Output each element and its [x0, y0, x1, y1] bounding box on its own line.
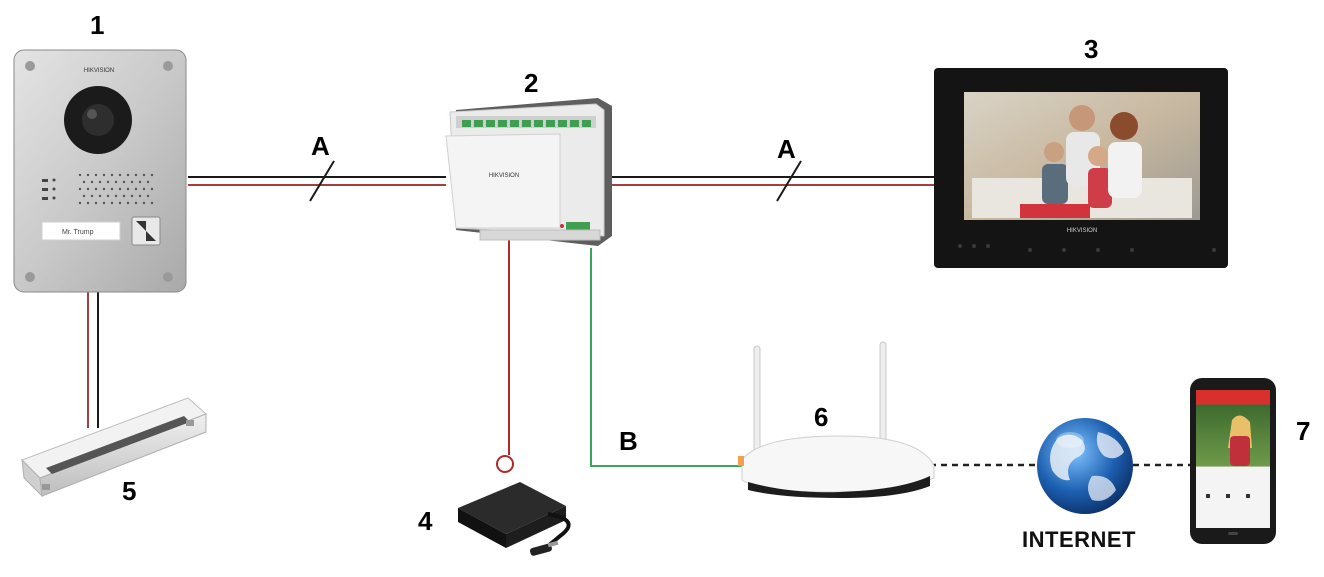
label-device-4: 4	[418, 506, 433, 536]
phone-control-icons[interactable]	[1206, 494, 1250, 498]
wire-distributor-to-monitor	[610, 160, 934, 202]
smartphone	[1190, 378, 1276, 544]
call-button[interactable]	[131, 216, 161, 246]
door-station-brand: HIKVISION	[84, 68, 114, 74]
network-cable-b	[590, 248, 746, 467]
label-device-6: 6	[814, 402, 829, 432]
internet-globe-icon	[1037, 418, 1133, 514]
label-device-1: 1	[90, 10, 105, 40]
antenna-right	[879, 341, 887, 455]
label-internet: INTERNET	[1022, 527, 1136, 552]
label-cable-b: B	[619, 426, 638, 456]
nameplate	[41, 221, 121, 241]
power-adapter	[458, 482, 571, 556]
distributor-brand: HIKVISION	[489, 173, 519, 179]
video-distributor: HIKVISION	[445, 98, 612, 246]
magnetic-lock	[21, 397, 207, 498]
wire-door-to-distributor	[188, 160, 446, 202]
wifi-router	[738, 341, 935, 498]
nameplate-text: Mr. Trump	[62, 229, 94, 236]
label-device-2: 2	[524, 68, 539, 98]
indoor-monitor: HIKVISION	[934, 68, 1228, 268]
label-device-7: 7	[1296, 416, 1311, 446]
door-station: HIKVISION Mr. Trump	[13, 49, 187, 293]
status-indicator-icons	[42, 178, 56, 200]
terminal-block	[462, 120, 591, 127]
wire-door-to-lock	[87, 292, 99, 428]
wire-power-to-distributor	[496, 240, 514, 473]
monitor-brand: HIKVISION	[1067, 228, 1097, 234]
label-device-5: 5	[122, 476, 137, 506]
label-cable-a-left: A	[311, 131, 330, 161]
antenna-left	[753, 345, 761, 459]
label-cable-a-right: A	[777, 134, 796, 164]
label-device-3: 3	[1084, 34, 1099, 64]
monitor-touch-buttons[interactable]	[958, 244, 1216, 252]
